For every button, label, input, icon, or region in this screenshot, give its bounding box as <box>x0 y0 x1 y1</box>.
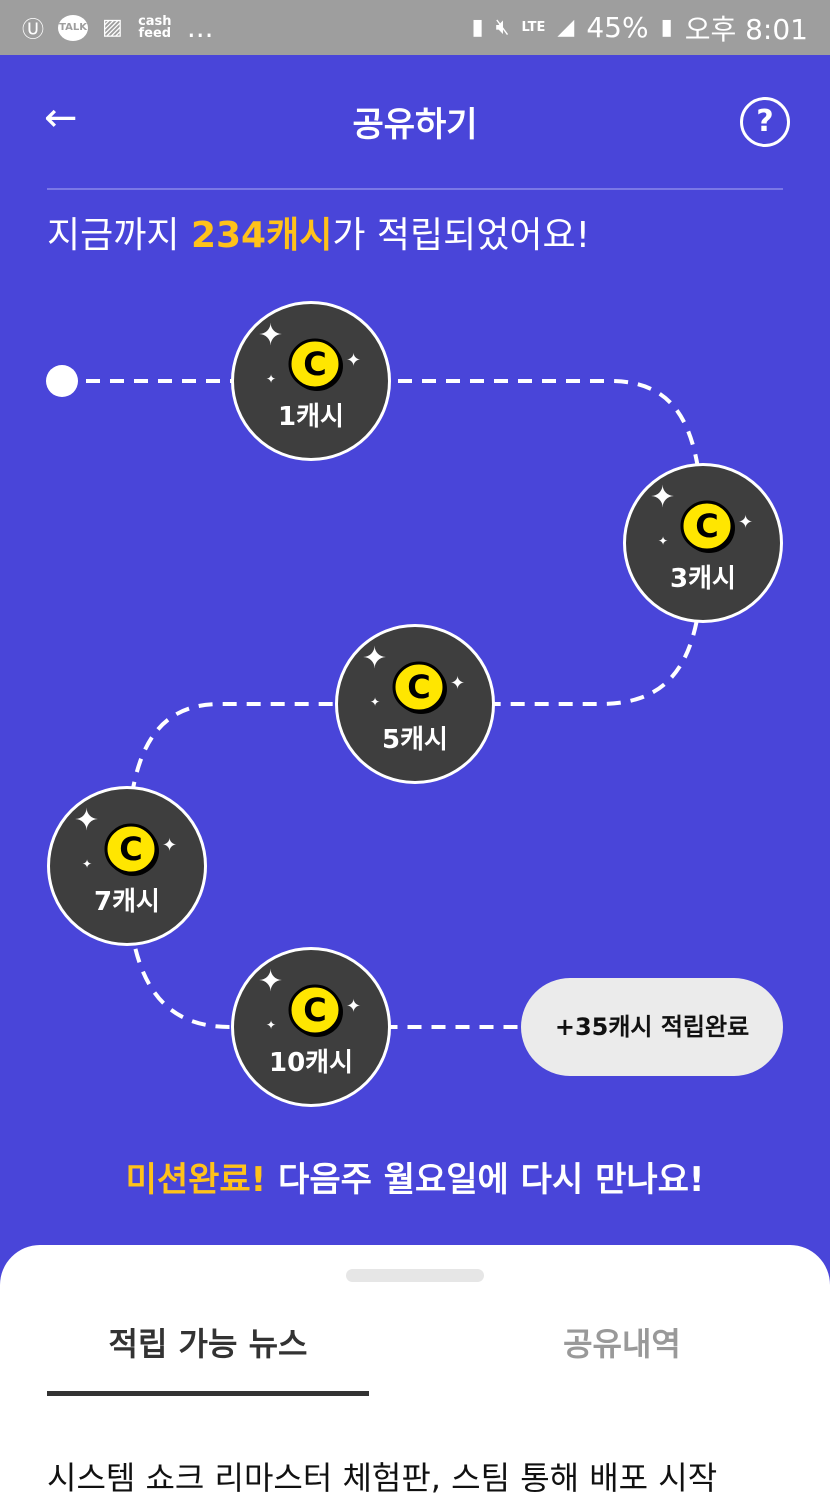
sparkle-icon: ✦ <box>658 534 669 548</box>
vibrate-icon: 🔇︎ <box>495 15 510 40</box>
reward-step-4: C ✦ ✦ ✦ 7캐시 <box>47 786 207 946</box>
mission-message: 미션완료! 다음주 월요일에 다시 만나요! <box>0 1152 830 1201</box>
coin-icon: C <box>680 500 735 553</box>
gallery-icon: ▨ <box>102 15 123 40</box>
reward-complete-badge: +35캐시 적립완료 <box>521 978 783 1076</box>
mission-text: 다음주 월요일에 다시 만나요! <box>266 1160 705 1200</box>
total-earned: 지금까지 234캐시가 적립되었어요! <box>47 206 590 258</box>
tab-share-history[interactable]: 공유내역 <box>563 1325 681 1363</box>
reward-step-2: C ✦ ✦ ✦ 3캐시 <box>623 463 783 623</box>
coin-icon: C <box>392 661 447 714</box>
sparkle-icon: ✦ <box>738 512 754 533</box>
page-title: 공유하기 <box>352 105 478 145</box>
start-dot <box>46 365 78 397</box>
coin-icon: C <box>288 338 343 391</box>
more-notifications: ... <box>186 11 214 44</box>
coin-icon: C <box>288 984 343 1037</box>
clock: 오후 8:01 <box>684 12 808 46</box>
progress-path <box>46 365 706 1029</box>
sparkle-icon: ✦ <box>258 964 284 999</box>
step-label: 1캐시 <box>278 402 344 432</box>
news-item-title[interactable]: 시스템 쇼크 리마스터 체험판, 스팀 통해 배포 시작 <box>47 1459 718 1497</box>
header: ← 공유하기 ? <box>0 55 830 189</box>
lte-icon: LTE <box>521 19 546 35</box>
battery-icon: ▮ <box>660 15 673 40</box>
svg-text:C: C <box>407 668 430 706</box>
sheet-drag-handle[interactable] <box>346 1269 484 1282</box>
bottom-sheet: 적립 가능 뉴스 공유내역 시스템 쇼크 리마스터 체험판, 스팀 통해 배포 … <box>0 1245 830 1505</box>
reward-step-1: C ✦ ✦ ✦ 1캐시 <box>231 301 391 461</box>
sparkle-icon: ✦ <box>346 350 362 371</box>
svg-text:C: C <box>303 991 326 1029</box>
reward-step-3: C ✦ ✦ ✦ 5캐시 <box>335 624 495 784</box>
svg-text:C: C <box>695 507 718 545</box>
sparkle-icon: ✦ <box>258 318 284 353</box>
sparkle-icon: ✦ <box>650 480 676 515</box>
sparkle-icon: ✦ <box>74 803 100 838</box>
sparkle-icon: ✦ <box>266 372 277 386</box>
mission-highlight: 미션완료! <box>125 1160 267 1200</box>
sparkle-icon: ✦ <box>266 1018 277 1032</box>
step-label: 10캐시 <box>268 1048 354 1078</box>
signal-icon: ◢ <box>557 15 575 40</box>
u-plus-icon: Ⓤ <box>22 17 45 43</box>
sparkle-icon: ✦ <box>82 857 93 871</box>
step-label: 5캐시 <box>382 725 448 755</box>
tab-available-news[interactable]: 적립 가능 뉴스 <box>108 1325 308 1363</box>
divider <box>47 188 783 190</box>
battery-percent: 45% <box>586 11 649 44</box>
total-amount: 234캐시 <box>190 215 333 256</box>
coin-icon: C <box>104 823 159 876</box>
status-bar: Ⓤ TALK ▨ cash feed ... ▮ 🔇︎ LTE ◢ 45% ▮ … <box>0 0 830 55</box>
step-label: 3캐시 <box>670 564 736 594</box>
sparkle-icon: ✦ <box>362 641 388 676</box>
battery-saver-icon: ▮ <box>471 15 484 40</box>
svg-text:C: C <box>303 345 326 383</box>
sparkle-icon: ✦ <box>450 673 466 694</box>
back-arrow-icon[interactable]: ← <box>44 95 78 141</box>
cashfeed-icon: cash feed <box>138 13 172 41</box>
reward-step-5: C ✦ ✦ ✦ 10캐시 <box>231 947 391 1107</box>
sparkle-icon: ✦ <box>346 996 362 1017</box>
svg-text:C: C <box>119 830 142 868</box>
step-label: 7캐시 <box>94 887 160 917</box>
kakaotalk-icon: TALK <box>58 14 89 41</box>
total-prefix: 지금까지 <box>47 215 191 256</box>
total-suffix: 가 적립되었어요! <box>332 215 591 256</box>
sparkle-icon: ✦ <box>370 695 381 709</box>
help-icon[interactable]: ? <box>740 97 790 147</box>
active-tab-indicator <box>47 1391 369 1396</box>
sparkle-icon: ✦ <box>162 835 178 856</box>
